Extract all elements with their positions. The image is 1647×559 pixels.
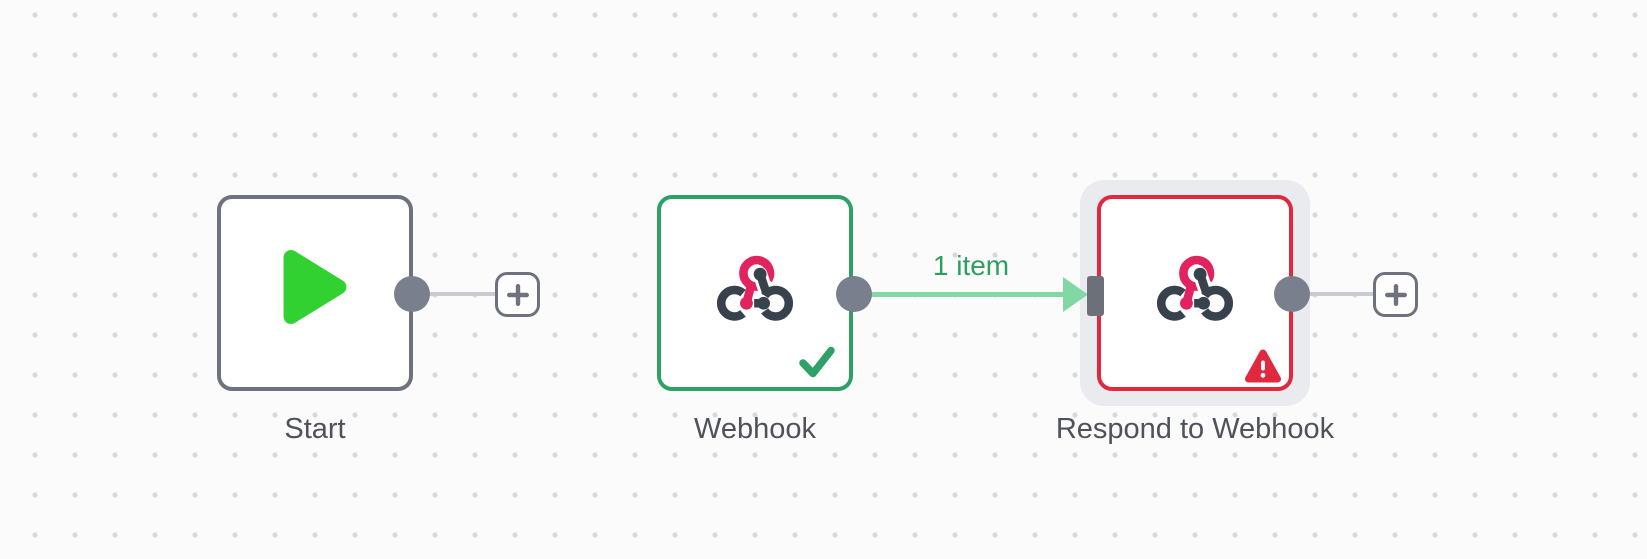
node-respond-to-webhook[interactable] xyxy=(1097,195,1293,391)
check-icon xyxy=(799,346,835,378)
connection-stub-line xyxy=(430,292,495,296)
node-start[interactable] xyxy=(217,195,413,391)
webhook-icon xyxy=(712,249,798,326)
plus-icon xyxy=(1384,283,1407,306)
webhook-icon xyxy=(1152,249,1238,326)
node-label-start: Start xyxy=(284,413,346,445)
connection-items-badge: 1 item xyxy=(932,250,1010,281)
output-endpoint-respond[interactable] xyxy=(1274,276,1310,312)
play-icon xyxy=(283,250,347,325)
plus-icon xyxy=(506,283,529,306)
warning-icon xyxy=(1245,349,1281,383)
add-node-button[interactable] xyxy=(495,272,540,317)
node-label-respond-to-webhook: Respond to Webhook xyxy=(1055,413,1335,445)
output-endpoint-webhook[interactable] xyxy=(836,276,872,312)
connection-line[interactable] xyxy=(864,292,1066,297)
connection-arrowhead-icon xyxy=(1063,277,1088,312)
node-webhook[interactable] xyxy=(657,195,853,391)
node-label-webhook: Webhook xyxy=(694,413,816,445)
output-endpoint-start[interactable] xyxy=(394,276,430,312)
connection-stub-line xyxy=(1310,292,1373,296)
add-node-button[interactable] xyxy=(1373,272,1418,317)
input-endpoint-respond[interactable] xyxy=(1087,276,1104,316)
